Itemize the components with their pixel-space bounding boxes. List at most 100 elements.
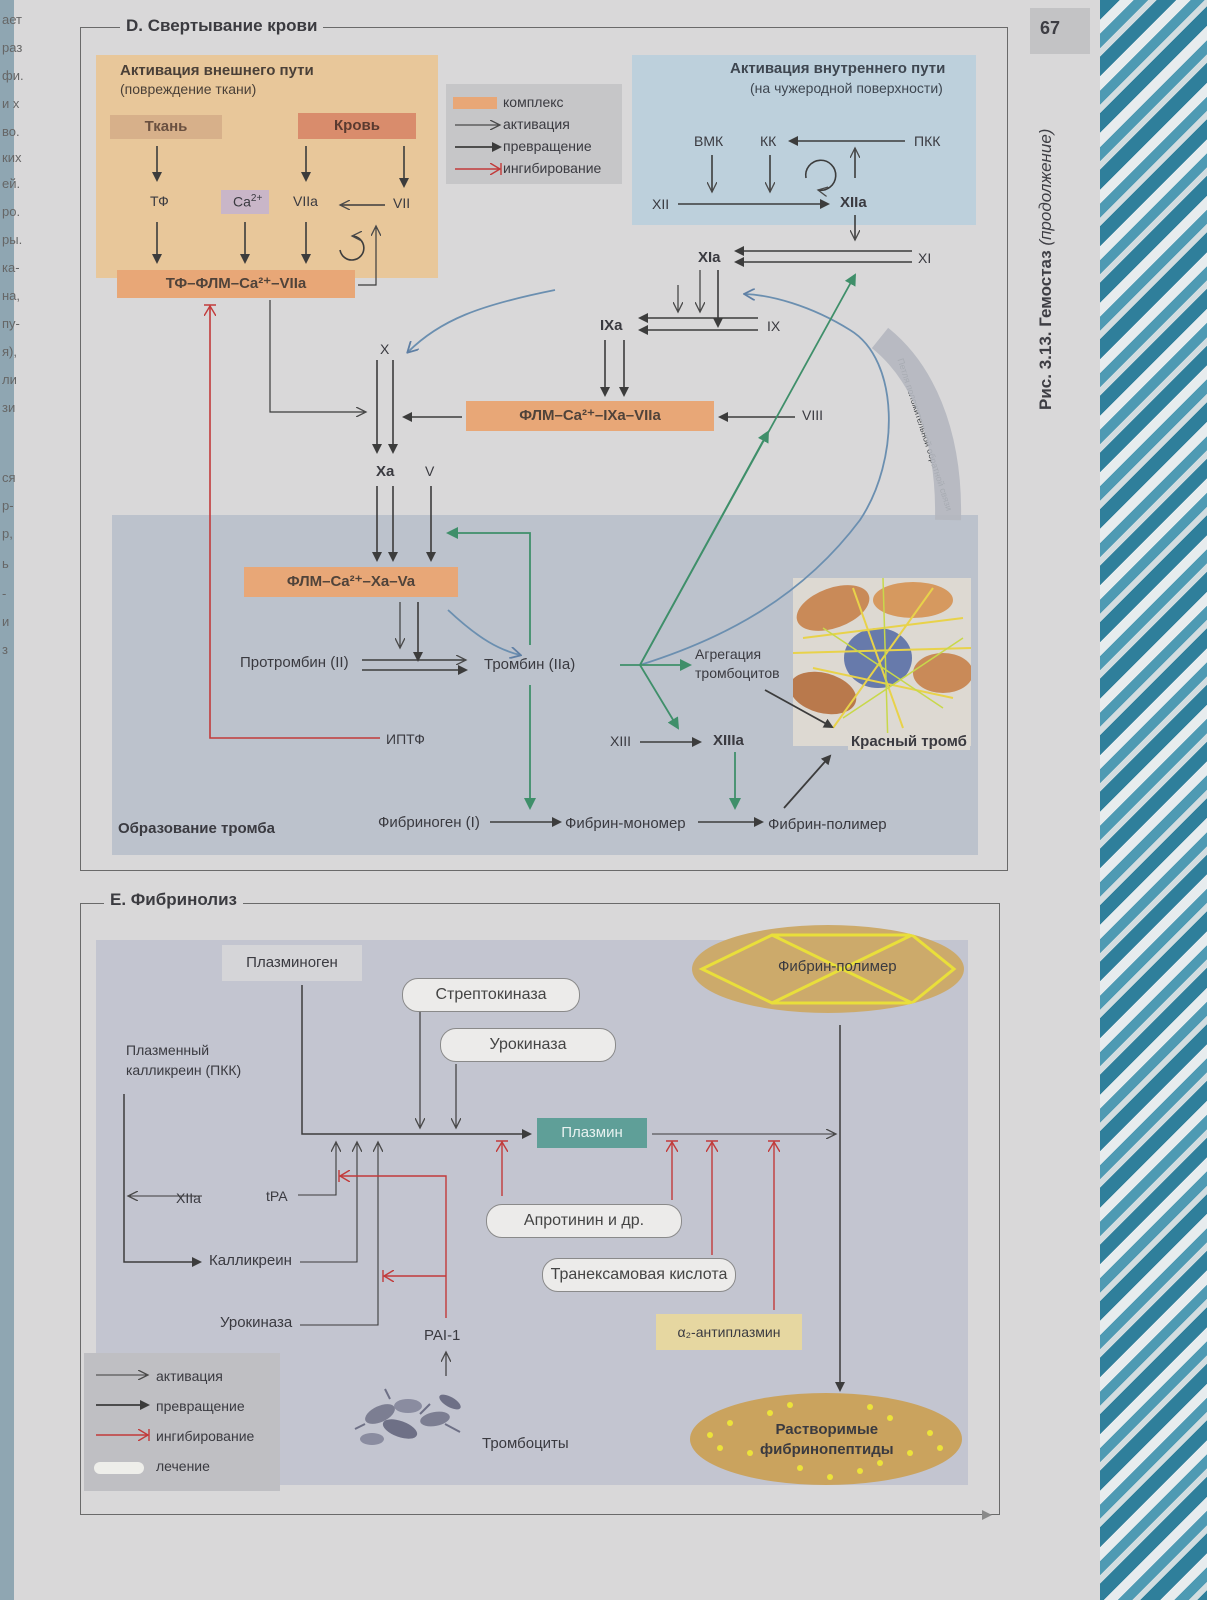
tissue-box: Ткань [110, 115, 222, 139]
thrombin-label: Тромбин (IIa) [484, 656, 576, 673]
page-corner-marker [982, 1510, 992, 1520]
ixa-label: IXa [600, 317, 623, 334]
kk-label: КК [760, 133, 777, 149]
fibrin-mesh-icon [698, 933, 957, 1005]
margin-fragment: фи. [2, 68, 24, 83]
xiiia-label: XIIIa [713, 732, 744, 749]
margin-fragment: р- [2, 498, 14, 513]
margin-fragment: з [2, 642, 8, 657]
xia-label: XIa [698, 249, 721, 266]
platelets-illustration [350, 1384, 480, 1454]
legend-inhibition: ингибирование [503, 160, 602, 176]
xiia-e-label: XIIa [176, 1190, 201, 1206]
margin-fragment: на, [2, 288, 21, 303]
blood-box: Кровь [298, 113, 416, 139]
margin-fragment: ры. [2, 232, 23, 247]
ca-label: Ca2+ [233, 193, 262, 210]
margin-fragment: и [2, 614, 10, 629]
legend-conversion: превращение [503, 138, 592, 154]
prothrombin-label: Протромбин (II) [240, 654, 349, 671]
feedback-loop-band [871, 327, 962, 521]
thrombin-arrows [446, 273, 856, 810]
kallikrein-label: Калликреин [209, 1252, 292, 1269]
margin-fragment: пу- [2, 316, 20, 331]
legend-e-inhibition: ингибирование [156, 1428, 255, 1444]
margin-fragment: - [2, 586, 7, 601]
legend-e-conversion: превращение [156, 1398, 245, 1414]
aggregation-label: Агрегация тромбоцитов [695, 646, 780, 681]
section-e-frame [80, 903, 1000, 1515]
alpha2-antiplasmin-box: α₂-антиплазмин [656, 1314, 802, 1350]
fibrinolysis-arrows [96, 985, 845, 1410]
fibrin-polymer-ellipse [692, 925, 964, 1013]
viii-label: VIII [802, 407, 824, 423]
extrinsic-arrows [152, 146, 409, 286]
plasmin-box: Плазмин [537, 1118, 647, 1148]
xiia-label: XIIa [840, 194, 867, 211]
margin-fragment: во. [2, 124, 20, 139]
red-thrombus-image [793, 578, 971, 746]
page-number: 67 [1040, 18, 1061, 38]
ca-text: Ca [233, 193, 251, 210]
streptokinase-pill: Стрептокиназа [402, 978, 580, 1012]
legend-complex-swatch [453, 97, 497, 109]
margin-fragment: раз [2, 40, 23, 55]
urokinase-pill: Урокиназа [440, 1028, 616, 1062]
fibrin-polymer-e-label: Фибрин-полимер [778, 958, 897, 975]
margin-fragment: ли [2, 372, 17, 387]
xa-label: Xa [376, 463, 395, 480]
margin-fragment: зи [2, 400, 16, 415]
plasma-kallikrein-label: Плазменный калликреин (ПКК) [126, 1042, 242, 1078]
margin-fragment: ро. [2, 204, 21, 219]
xi-label: XI [918, 250, 932, 266]
margin-fragment: ь [2, 556, 9, 571]
section-e-title: E. Фибринолиз [104, 890, 244, 910]
fabric-background [1100, 0, 1207, 1600]
margin-fragment: я), [2, 344, 17, 359]
bmk-label: ВМК [694, 133, 724, 149]
ca-box [221, 190, 269, 214]
margin-fragment: ких [2, 150, 22, 165]
pkk-label: ПКК [914, 133, 941, 149]
ix-label: IX [767, 318, 781, 334]
tf-label: ТФ [150, 193, 169, 209]
red-thrombus-illustration [793, 578, 971, 746]
fibrin-monomer-label: Фибрин-мономер [565, 815, 686, 832]
peptide-dots-icon [707, 1402, 943, 1480]
complex-flm-ca-xa-va: ФЛМ–Ca²⁺–Xa–Va [244, 567, 458, 597]
section-d-title: D. Свертывание крови [120, 16, 324, 36]
extrinsic-title: Активация внешнего пути [120, 62, 314, 79]
intrinsic-title: Активация внутреннего пути [730, 60, 946, 77]
fibrin-polymer-d-label: Фибрин-полимер [768, 816, 887, 833]
viia-label: VIIa [293, 193, 318, 209]
x-label: X [380, 341, 390, 357]
aprotinin-pill: Апротинин и др. [486, 1204, 682, 1238]
iptf-label: ИПТФ [386, 731, 425, 747]
plasminogen-box: Плазминоген [222, 945, 362, 981]
vii-label: VII [393, 195, 411, 211]
complex-tf-flm-ca-viia: ТФ–ФЛМ–Ca²⁺–VIIa [117, 270, 355, 298]
legend-e-treatment-swatch [94, 1462, 144, 1474]
tranexamic-acid-pill: Транексамовая кислота [542, 1258, 736, 1292]
page-number-tab [1030, 8, 1090, 54]
platelets-label: Тромбоциты [482, 1435, 569, 1452]
v-label: V [425, 463, 435, 479]
intrinsic-arrows [269, 136, 912, 827]
legend-e-activation: активация [156, 1368, 223, 1384]
pai1-label: PAI-1 [424, 1327, 461, 1344]
margin-fragment: р, [2, 526, 13, 541]
urokinase-label: Урокиназа [220, 1314, 293, 1331]
tpa-label: tPA [266, 1188, 288, 1204]
soluble-fibrinopeptides-ellipse [690, 1393, 962, 1485]
margin-fragment: ает [2, 12, 22, 27]
iptf-inhibition-arrow [210, 306, 380, 739]
red-thrombus-label: Красный тромб [848, 733, 970, 750]
inhibition-arrows-e [96, 1142, 774, 1435]
legend-activation: активация [503, 116, 570, 132]
xiii-label: XIII [610, 733, 632, 749]
margin-fragment: ей. [2, 176, 21, 191]
legend-e-treatment: лечение [156, 1458, 210, 1474]
soluble-fibrinopeptides-label: Растворимые фибринопептиды [760, 1421, 894, 1458]
ca-sup: 2+ [250, 193, 263, 204]
